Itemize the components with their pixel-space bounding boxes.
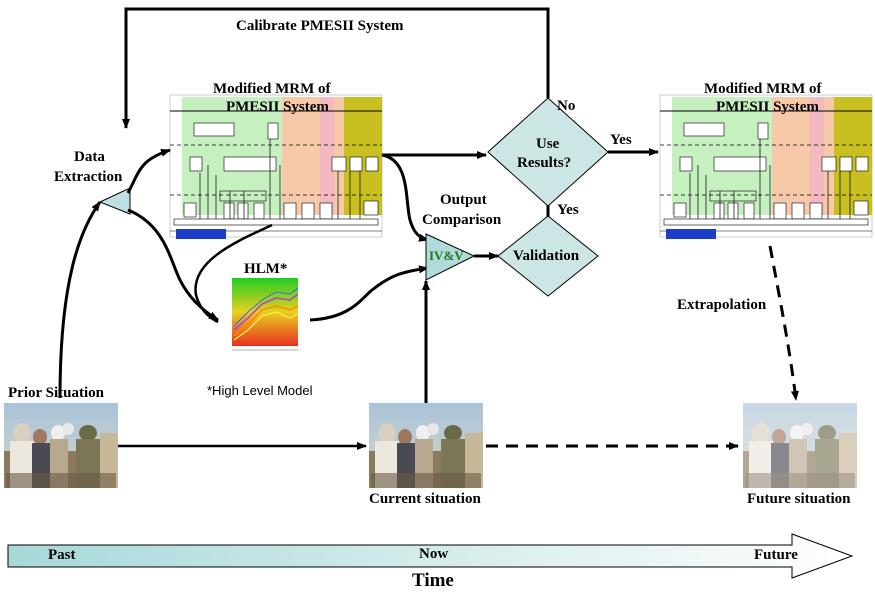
hlm-to-ivv-arrow (309, 265, 429, 322)
hlm-footnote: *High Level Model (207, 383, 313, 398)
svg-text:·: · (233, 352, 234, 357)
prior-to-extraction-arrow (58, 201, 102, 399)
mrm-left-title-line2: PMESII System (226, 99, 329, 115)
use-results-line1: Use (536, 136, 560, 152)
extrapolation-label: Extrapolation (677, 297, 767, 313)
calibrate-label: Calibrate PMESII System (236, 18, 404, 34)
mrm-to-ivv-arrow (381, 153, 429, 242)
current-situation-photo (369, 403, 483, 488)
timeline-past-label: Past (48, 547, 76, 563)
output-comparison-line1: Output (440, 192, 487, 208)
use-results-line2: Results? (517, 155, 572, 171)
mrm-to-hlm-arrow (194, 223, 273, 324)
svg-text:·: · (249, 352, 250, 357)
prior-situation-label: Prior Situation (8, 385, 104, 401)
future-situation-photo (743, 403, 857, 488)
svg-text:·: · (281, 352, 282, 357)
no-label: No (557, 98, 576, 114)
prior-situation-photo (4, 403, 118, 488)
validation-label: Validation (513, 248, 580, 264)
yes-up-label: Yes (557, 202, 579, 218)
future-situation-label: Future situation (747, 491, 851, 507)
hlm-title: HLM* (244, 261, 288, 277)
mrm-right-model (659, 94, 873, 240)
ivv-triangle (425, 233, 476, 281)
svg-text:·: · (289, 352, 290, 357)
extraction-to-mrm-arrow (126, 148, 171, 194)
calibrate-loop-arrow (122, 7, 550, 129)
output-comparison-line2: Comparison (422, 212, 502, 228)
svg-text:·: · (265, 352, 266, 357)
svg-text:·: · (257, 352, 258, 357)
ivv-label: IV&V (429, 248, 464, 263)
current-situation-label: Current situation (369, 491, 481, 507)
yes-right-label: Yes (610, 132, 632, 148)
extrapolation-dashed-arrow (768, 245, 799, 401)
mrm-right-title-line1: Modified MRM of (704, 81, 822, 97)
hlm-chart: · · · · · · · · (232, 278, 299, 357)
timeline-time-label: Time (412, 570, 454, 591)
mrm-left-model (169, 94, 383, 240)
svg-text:·: · (273, 352, 274, 357)
timeline-future-label: Future (754, 547, 798, 563)
timeline-now-label: Now (419, 546, 449, 562)
use-results-diamond (487, 97, 609, 207)
data-extraction-line1: Data (74, 149, 105, 165)
data-extraction-triangle (98, 187, 131, 215)
mrm-left-title-line1: Modified MRM of (213, 81, 331, 97)
data-extraction-line2: Extraction (54, 169, 123, 185)
svg-text:·: · (241, 352, 242, 357)
time-arrow (7, 533, 854, 579)
mrm-right-title-line2: PMESII System (716, 99, 819, 115)
validation-diamond (497, 215, 599, 297)
